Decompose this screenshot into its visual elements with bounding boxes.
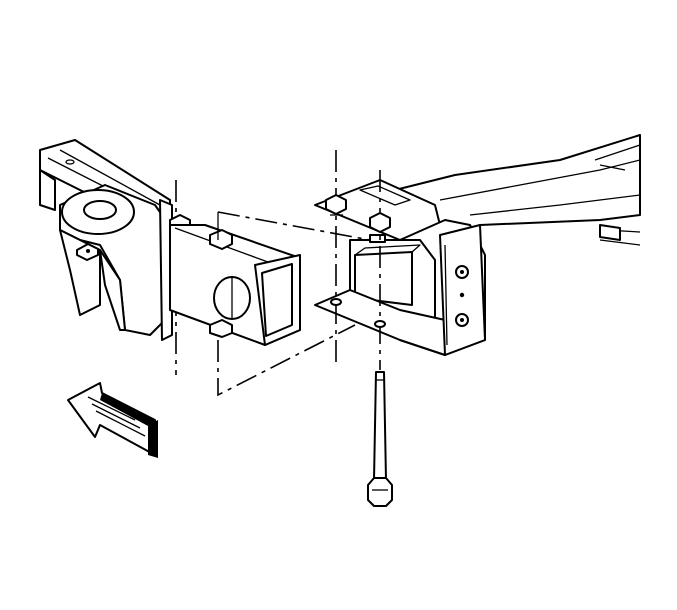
forward-direction-arrow-icon	[67, 382, 158, 458]
leader-line-lower	[217, 324, 356, 397]
hitch-receiver-tube	[169, 224, 301, 346]
leader-line-upper	[217, 211, 371, 241]
hitch-bolt	[367, 371, 393, 507]
lower-hole-2	[374, 320, 386, 328]
rear-crossmember	[59, 184, 173, 341]
nut-upper-1	[325, 194, 347, 215]
nut-upper-2	[369, 212, 391, 233]
receiver-mount-bracket	[314, 179, 486, 356]
lower-hole-1	[330, 298, 342, 306]
